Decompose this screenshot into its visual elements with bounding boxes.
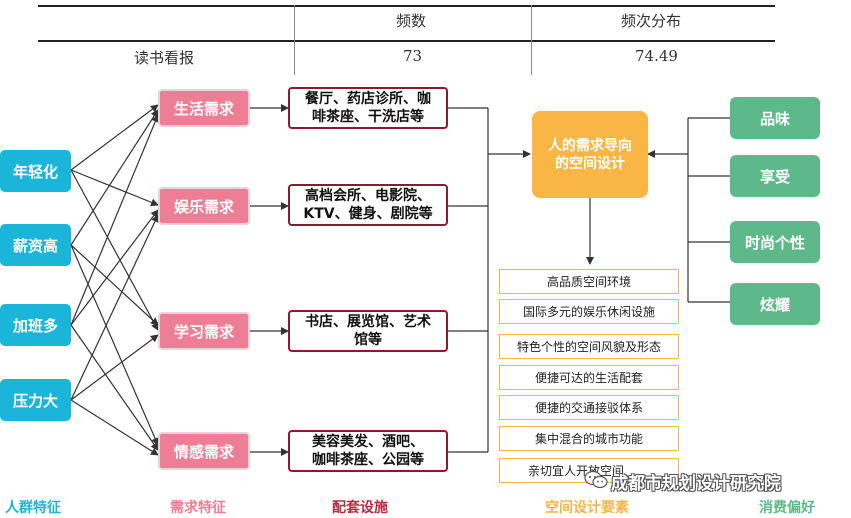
wechat-icon xyxy=(584,470,608,490)
footer-label-needs: 需求特征 xyxy=(170,500,226,516)
footer-label-crowd: 人群特征 xyxy=(5,500,61,516)
crowd-node-high-salary: 薪资高 xyxy=(0,224,71,266)
element-item: 便捷的交通接驳体系 xyxy=(499,395,679,420)
facility-living-line-2: 啡茶座、干洗店等 xyxy=(312,109,424,125)
table-header-frequency: 频数 xyxy=(396,12,427,30)
table-divider-2 xyxy=(531,5,532,75)
element-item: 高品质空间环境 xyxy=(499,269,679,294)
facility-node-emotion: 美容美发、酒吧、咖啡茶座、公园等 xyxy=(288,430,448,472)
element-item: 集中混合的城市功能 xyxy=(499,426,679,451)
preference-node-fashion: 时尚个性 xyxy=(730,221,820,263)
facility-learning-line-1: 书店、展览馆、艺术 xyxy=(305,314,431,330)
watermark-text: 成都市规划设计研究院 xyxy=(611,474,781,494)
preference-node-enjoyment: 享受 xyxy=(730,155,820,197)
facility-living-line-1: 餐厅、药店诊所、咖 xyxy=(305,91,431,107)
table-cell-frequency: 73 xyxy=(403,47,423,65)
facility-entertainment-line-1: 高档会所、电影院、 xyxy=(304,188,431,204)
table-header-distribution: 频次分布 xyxy=(621,12,682,30)
crowd-node-young: 年轻化 xyxy=(0,150,71,192)
element-item: 国际多元的娱乐休闲设施 xyxy=(499,299,679,324)
element-item: 便捷可达的生活配套 xyxy=(499,365,679,390)
table-header-rule xyxy=(38,40,775,42)
crowd-node-overtime: 加班多 xyxy=(0,304,71,346)
need-node-emotion: 情感需求 xyxy=(158,432,250,470)
table-top-rule xyxy=(38,5,775,7)
table-cell-distribution: 74.49 xyxy=(635,47,678,65)
facility-entertainment-line-2: KTV、健身、剧院等 xyxy=(303,206,433,222)
crowd-node-pressure: 压力大 xyxy=(0,379,71,421)
facility-emotion-line-2: 咖啡茶座、公园等 xyxy=(312,452,424,468)
table-divider-1 xyxy=(294,5,295,75)
need-node-entertainment: 娱乐需求 xyxy=(158,187,250,225)
element-item: 特色个性的空间风貌及形态 xyxy=(499,334,679,359)
facility-node-living: 餐厅、药店诊所、咖啡茶座、干洗店等 xyxy=(288,87,448,129)
need-node-living: 生活需求 xyxy=(158,89,250,127)
preference-node-taste: 品味 xyxy=(730,97,820,139)
facility-node-entertainment: 高档会所、电影院、 KTV、健身、剧院等 xyxy=(288,184,448,226)
footer-label-preferences: 消费偏好 xyxy=(759,500,815,516)
preference-node-showoff: 炫耀 xyxy=(730,283,820,325)
facility-learning-line-2: 馆等 xyxy=(354,332,382,348)
footer-label-facilities: 配套设施 xyxy=(332,500,388,516)
center-node-demand-oriented-design: 人的需求导向的空间设计 xyxy=(532,111,648,198)
center-line-1: 人的需求导向 xyxy=(548,137,632,154)
center-line-2: 的空间设计 xyxy=(555,155,625,172)
table-cell-item: 读书看报 xyxy=(134,49,195,67)
facility-emotion-line-1: 美容美发、酒吧、 xyxy=(312,434,424,450)
footer-label-elements: 空间设计要素 xyxy=(545,500,629,516)
need-node-learning: 学习需求 xyxy=(158,312,250,350)
facility-node-learning: 书店、展览馆、艺术馆等 xyxy=(288,310,448,352)
